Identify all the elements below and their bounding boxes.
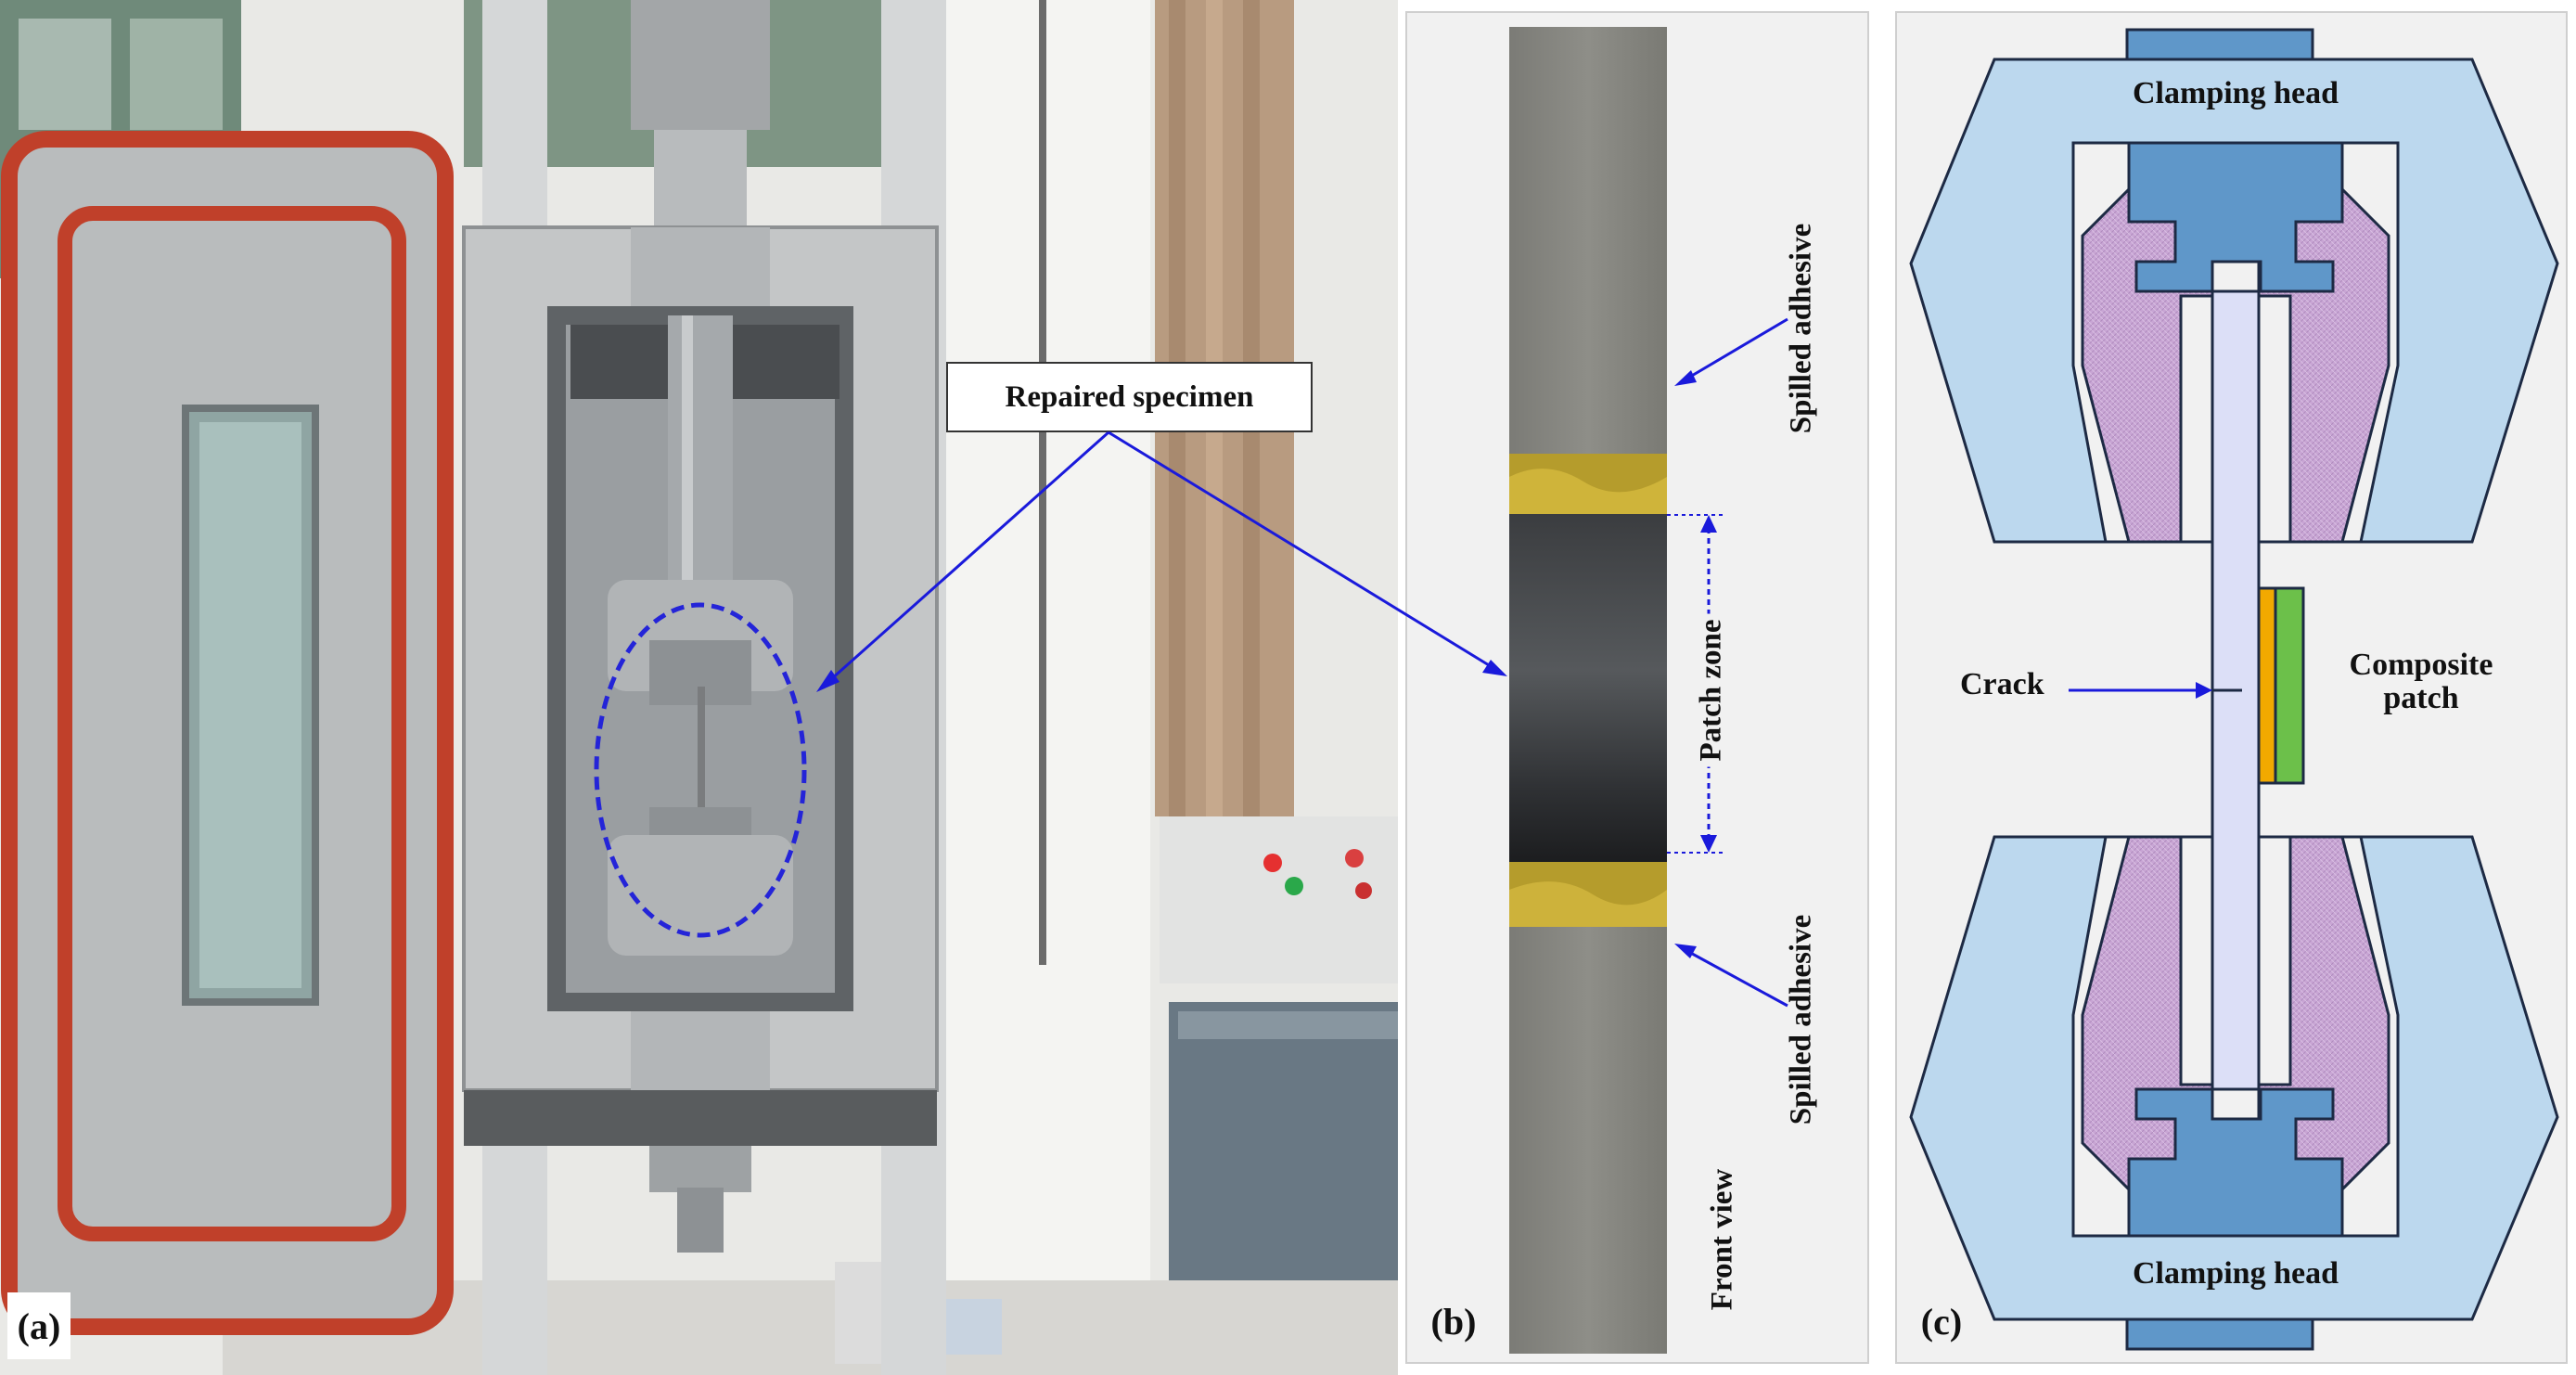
composite-patch-label: Composite patch [2305, 649, 2537, 715]
patch-layer [2274, 586, 2305, 785]
test-machine-photo [0, 0, 1398, 1375]
repaired-specimen-callout: Repaired specimen [946, 362, 1313, 432]
crack-label: Crack [1960, 667, 2044, 701]
clamping-schematic [1909, 28, 2559, 1351]
specimen-photo [1509, 27, 1788, 1354]
panel-c-schematic: Clamping head Clamping head Crack Compos… [1895, 11, 2568, 1364]
repaired-specimen-label: Repaired specimen [1005, 379, 1254, 414]
clamping-head-bottom-label: Clamping head [2133, 1256, 2339, 1291]
panel-a-tag-text: (a) [17, 1304, 61, 1347]
panel-a-tag: (a) [7, 1292, 70, 1359]
panel-b-tag: (b) [1430, 1300, 1477, 1343]
panel-c-tag: (c) [1920, 1300, 1963, 1343]
clamping-head-top-label: Clamping head [2133, 76, 2339, 110]
adhesive-layer [2257, 586, 2277, 785]
composite-patch-line2: patch [2383, 681, 2459, 715]
panel-b-specimen: Spilled adhesive Patch zone Spilled adhe… [1405, 11, 1869, 1364]
panel-a-photo [0, 0, 1398, 1375]
composite-patch-line1: Composite [2349, 648, 2493, 682]
